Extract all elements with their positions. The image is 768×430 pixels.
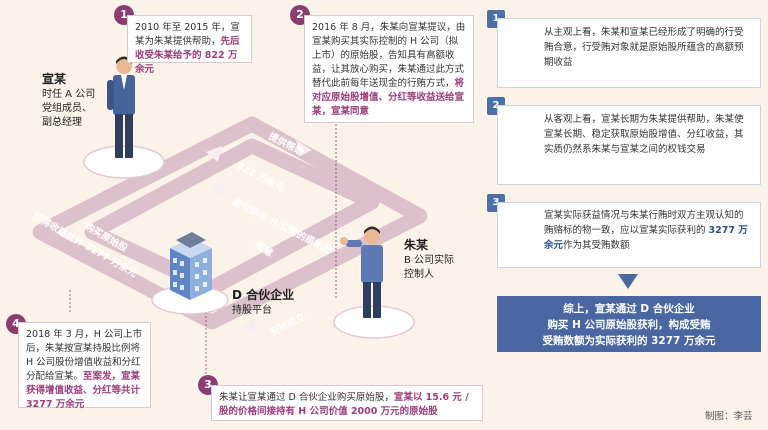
building-windows (173, 258, 207, 291)
arrow-help (296, 140, 312, 156)
zhu-hair (364, 226, 380, 234)
zhu-role: B 公司实际 控制人 (404, 254, 454, 282)
flow-arrows (60, 140, 312, 334)
pads (83, 145, 415, 339)
window (173, 270, 177, 275)
analysis-1-text-a: 从主观上看，朱某和宣某已经形成了明确的行受贿合意，行受贿对象就是原始股所蕴含的高… (544, 27, 744, 68)
window (195, 262, 199, 267)
xuan-role: 时任 A 公司 党组成员、 副总经理 (42, 88, 95, 130)
platform-name: D 合伙企业 (232, 288, 295, 302)
arrow-suggest (210, 182, 226, 196)
zhu-hand (340, 237, 348, 245)
analysis-3-highlight: 3277 万余元 (544, 225, 748, 251)
event-2-callout: 2016 年 8 月，朱某向宣某提议，由宣某购买其实际控制的 H 公司（拟上市）… (304, 15, 474, 123)
building-cap (176, 232, 206, 248)
analysis-3-text-a: 宣某实际获益情况与朱某行贿时双方主观认知的贿赂标的物一致，应以宣某实际获利的 (544, 210, 744, 236)
window (180, 273, 184, 278)
xuan-leg-left (115, 114, 123, 158)
analysis-3-text-b: 作为其受贿数额 (563, 240, 630, 251)
credit: 制图：李芸 (705, 411, 753, 422)
window (203, 258, 207, 263)
xuan-name: 宣某 (42, 72, 67, 86)
zhu-name: 朱某 (404, 238, 429, 252)
window (180, 261, 184, 266)
analysis-1-text: 从主观上看，朱某和宣某已经形成了明确的行受贿合意，行受贿对象就是原始股所蕴含的高… (544, 25, 752, 70)
xuan-role-line: 副总经理 (42, 117, 82, 128)
event-2-text: 2016 年 8 月，朱某向宣某提议，由宣某购买其实际控制的 H 公司（拟上市）… (312, 22, 466, 89)
window (180, 285, 184, 290)
xuan-leg-right (125, 114, 133, 158)
arrow-arrange (240, 318, 256, 334)
analysis-2-text-a: 从客观上看，宣某长期为朱某提供帮助，朱某使宣某长期、稳定获取原始股增值、分红收益… (544, 114, 744, 155)
zhu-head (364, 228, 380, 244)
window (203, 282, 207, 287)
event-1-text: 2010 年至 2015 年，宣某为朱某提供帮助， (135, 22, 240, 47)
summary-line: 综上，宣某通过 D 合伙企业 (563, 303, 695, 315)
building-roof (170, 238, 212, 258)
analysis-3-text: 宣某实际获益情况与朱某行贿时双方主观认知的贿赂标的物一致，应以宣某实际获利的 3… (544, 208, 752, 253)
platform-desc: 持股平台 (232, 305, 272, 316)
flow-label-arrange: 安排成立 (268, 311, 308, 339)
window (173, 282, 177, 287)
event-2-highlight: 将对应原始股增值、分红等收益送给宣某，宣某同意 (312, 78, 465, 117)
summary-line: 购买 H 公司原始股获利，构成受贿 (547, 319, 711, 331)
down-arrow-icon (618, 274, 638, 289)
event-4-text: 2018 年 3 月，H 公司上市后，朱某按宣某持股比例将 H 公司股份增值收益… (26, 329, 142, 382)
person-xuan-figure (107, 56, 135, 158)
xuan-shirt (121, 75, 127, 90)
analysis-1-card: 从主观上看，朱某和宣某已经形成了明确的行受贿合意，行受贿对象就是原始股所蕴含的高… (497, 18, 761, 88)
window (195, 274, 199, 279)
xuan-torso (113, 75, 135, 115)
arrow-benefit (60, 226, 76, 244)
xuan-role-line: 党组成员、 (42, 103, 92, 114)
building-figure (170, 232, 212, 300)
summary-box: 综上，宣某通过 D 合伙企业 购买 H 公司原始股获利，构成受贿 受贿数额为实际… (497, 296, 761, 352)
window (195, 286, 199, 291)
zhu-leg-right (373, 282, 381, 318)
analysis-3-card: 宣某实际获益情况与朱某行贿时双方主观认知的贿赂标的物一致，应以宣某实际获利的 3… (497, 202, 761, 268)
person-zhu-figure (340, 226, 383, 318)
window (203, 270, 207, 275)
summary-line: 受贿数额为实际获利的 3277 万余元 (542, 335, 716, 347)
zhu-arm (346, 240, 362, 247)
zhu-role-line: 控制人 (404, 269, 434, 280)
event-1-highlight: 先后收受朱某给予的 822 万余元 (135, 36, 240, 75)
zhu-leg-left (363, 282, 371, 318)
pad-xuan (83, 145, 165, 179)
zhu-torso (361, 245, 383, 283)
event-3-text: 朱某让宣某通过 D 合伙企业购买原始股， (219, 392, 394, 403)
zhu-role-line: B 公司实际 (404, 255, 455, 266)
xuan-arm (107, 80, 114, 110)
analysis-2-card: 从客观上看，宣某长期为朱某提供帮助，朱某使宣某长期、稳定获取原始股增值、分红收益… (497, 105, 761, 185)
loop-outer (32, 116, 428, 330)
event-4-callout: 2018 年 3 月，H 公司上市后，朱某按宣某持股比例将 H 公司股份增值收益… (18, 322, 151, 410)
event-4-highlight: 至案发，宣某获得增值收益、分红等共计 3277 万余元 (26, 371, 141, 410)
analysis-2-text: 从客观上看，宣某长期为朱某提供帮助，朱某使宣某长期、稳定获取原始股增值、分红收益… (544, 112, 752, 157)
window (173, 258, 177, 263)
xuan-role-line: 时任 A 公司 (42, 89, 96, 100)
event-3-callout: 朱某让宣某通过 D 合伙企业购买原始股，宣某以 15.6 元 / 股的价格间接持… (211, 385, 483, 421)
event-3-highlight: 宣某以 15.6 元 / 股的价格间接持有 H 公司价值 2000 万元的原始股 (219, 392, 469, 417)
event-1-callout: 2010 年至 2015 年，宣某为朱某提供帮助，先后收受朱某给予的 822 万… (127, 15, 252, 75)
arrow-money (206, 146, 222, 162)
